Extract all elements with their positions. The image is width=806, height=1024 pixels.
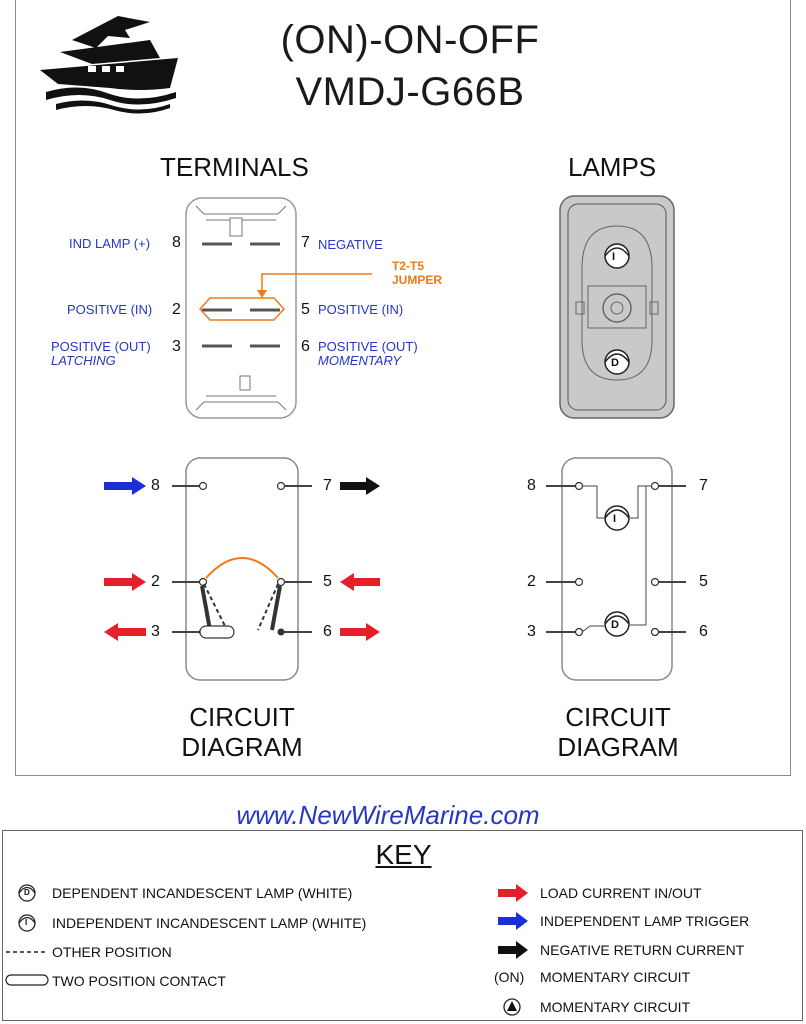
lamp-i-symbol: I [612, 251, 616, 263]
jumper-label-1: T2-T5 [392, 259, 425, 273]
key-legend: KEY [2, 830, 803, 1021]
circuit-left-pin-5: 5 [323, 573, 332, 590]
key-title: KEY [375, 839, 432, 870]
key-d-glyph: D [24, 888, 30, 897]
ind-lamp-label: IND LAMP (+) [69, 236, 151, 251]
pin-2-label: 2 [172, 301, 181, 318]
key-dependent-lamp: DEPENDENT INCANDESCENT LAMP (WHITE) [52, 885, 353, 901]
red-arrow-pin-6 [340, 623, 380, 641]
circuit-left-pin-3: 3 [151, 623, 160, 640]
key-momentary-1: MOMENTARY CIRCUIT [540, 969, 691, 985]
positive-in-right-label: POSITIVE (IN) [318, 302, 404, 317]
circuit-right-pin-2: 2 [527, 573, 536, 590]
key-two-position-contact: TWO POSITION CONTACT [52, 973, 226, 989]
pin-6-label: 6 [301, 338, 310, 355]
key-other-position: OTHER POSITION [52, 944, 172, 960]
circuit-left-pin-6: 6 [323, 623, 332, 640]
blue-arrow-icon [498, 912, 528, 930]
key-momentary-2: MOMENTARY CIRCUIT [540, 999, 691, 1015]
pin-7-label: 7 [301, 234, 310, 251]
diagram-frame [15, 0, 791, 776]
lamps-heading: LAMPS [568, 152, 657, 182]
red-arrow-pin-5 [340, 573, 380, 591]
circuit-right-pin-7: 7 [699, 477, 708, 494]
pin-5-label: 5 [301, 301, 310, 318]
circuit-right-pin-8: 8 [527, 477, 536, 494]
jumper-label-2: JUMPER [392, 273, 443, 287]
page-title: (ON)-ON-OFF [280, 18, 540, 62]
blue-arrow-pin-8 [104, 477, 146, 495]
positive-in-left-label: POSITIVE (IN) [67, 302, 153, 317]
circuit-right-pin-5: 5 [699, 573, 708, 590]
key-negative-return: NEGATIVE RETURN CURRENT [540, 942, 745, 958]
pin-8-label: 8 [172, 234, 181, 251]
terminals-heading: TERMINALS [160, 152, 309, 182]
red-arrow-pin-3 [104, 623, 146, 641]
website-link[interactable]: www.NewWireMarine.com [236, 800, 540, 830]
circuit-left-pin-7: 7 [323, 477, 332, 494]
circuit-right-pin-6: 6 [699, 623, 708, 640]
key-lamp-trigger: INDEPENDENT LAMP TRIGGER [540, 913, 750, 929]
circuit-left-pin-2: 2 [151, 573, 160, 590]
circuit-left-pin-8: 8 [151, 477, 160, 494]
red-arrow-pin-2 [104, 573, 146, 591]
pin-3-label: 3 [172, 338, 181, 355]
negative-label: NEGATIVE [318, 237, 383, 252]
key-i-glyph: I [25, 918, 28, 927]
momentary-label: MOMENTARY [318, 353, 402, 368]
positive-out-left-label: POSITIVE (OUT) [51, 339, 151, 354]
triangle-icon [507, 1001, 517, 1011]
key-on-symbol: (ON) [494, 969, 525, 985]
circuit-lamp-d: D [611, 619, 619, 631]
latching-label: LATCHING [51, 353, 116, 368]
black-arrow-pin-7 [340, 477, 380, 495]
circuit-right-pin-3: 3 [527, 623, 536, 640]
circuit-lamp-i: I [613, 513, 617, 525]
red-arrow-icon [498, 884, 528, 902]
key-independent-lamp: INDEPENDENT INCANDESCENT LAMP (WHITE) [52, 915, 367, 931]
key-load-current: LOAD CURRENT IN/OUT [540, 885, 702, 901]
model-number: VMDJ-G66B [295, 70, 525, 114]
black-arrow-icon [498, 941, 528, 959]
lamp-d-symbol: D [611, 357, 619, 369]
positive-out-right-label: POSITIVE (OUT) [318, 339, 418, 354]
